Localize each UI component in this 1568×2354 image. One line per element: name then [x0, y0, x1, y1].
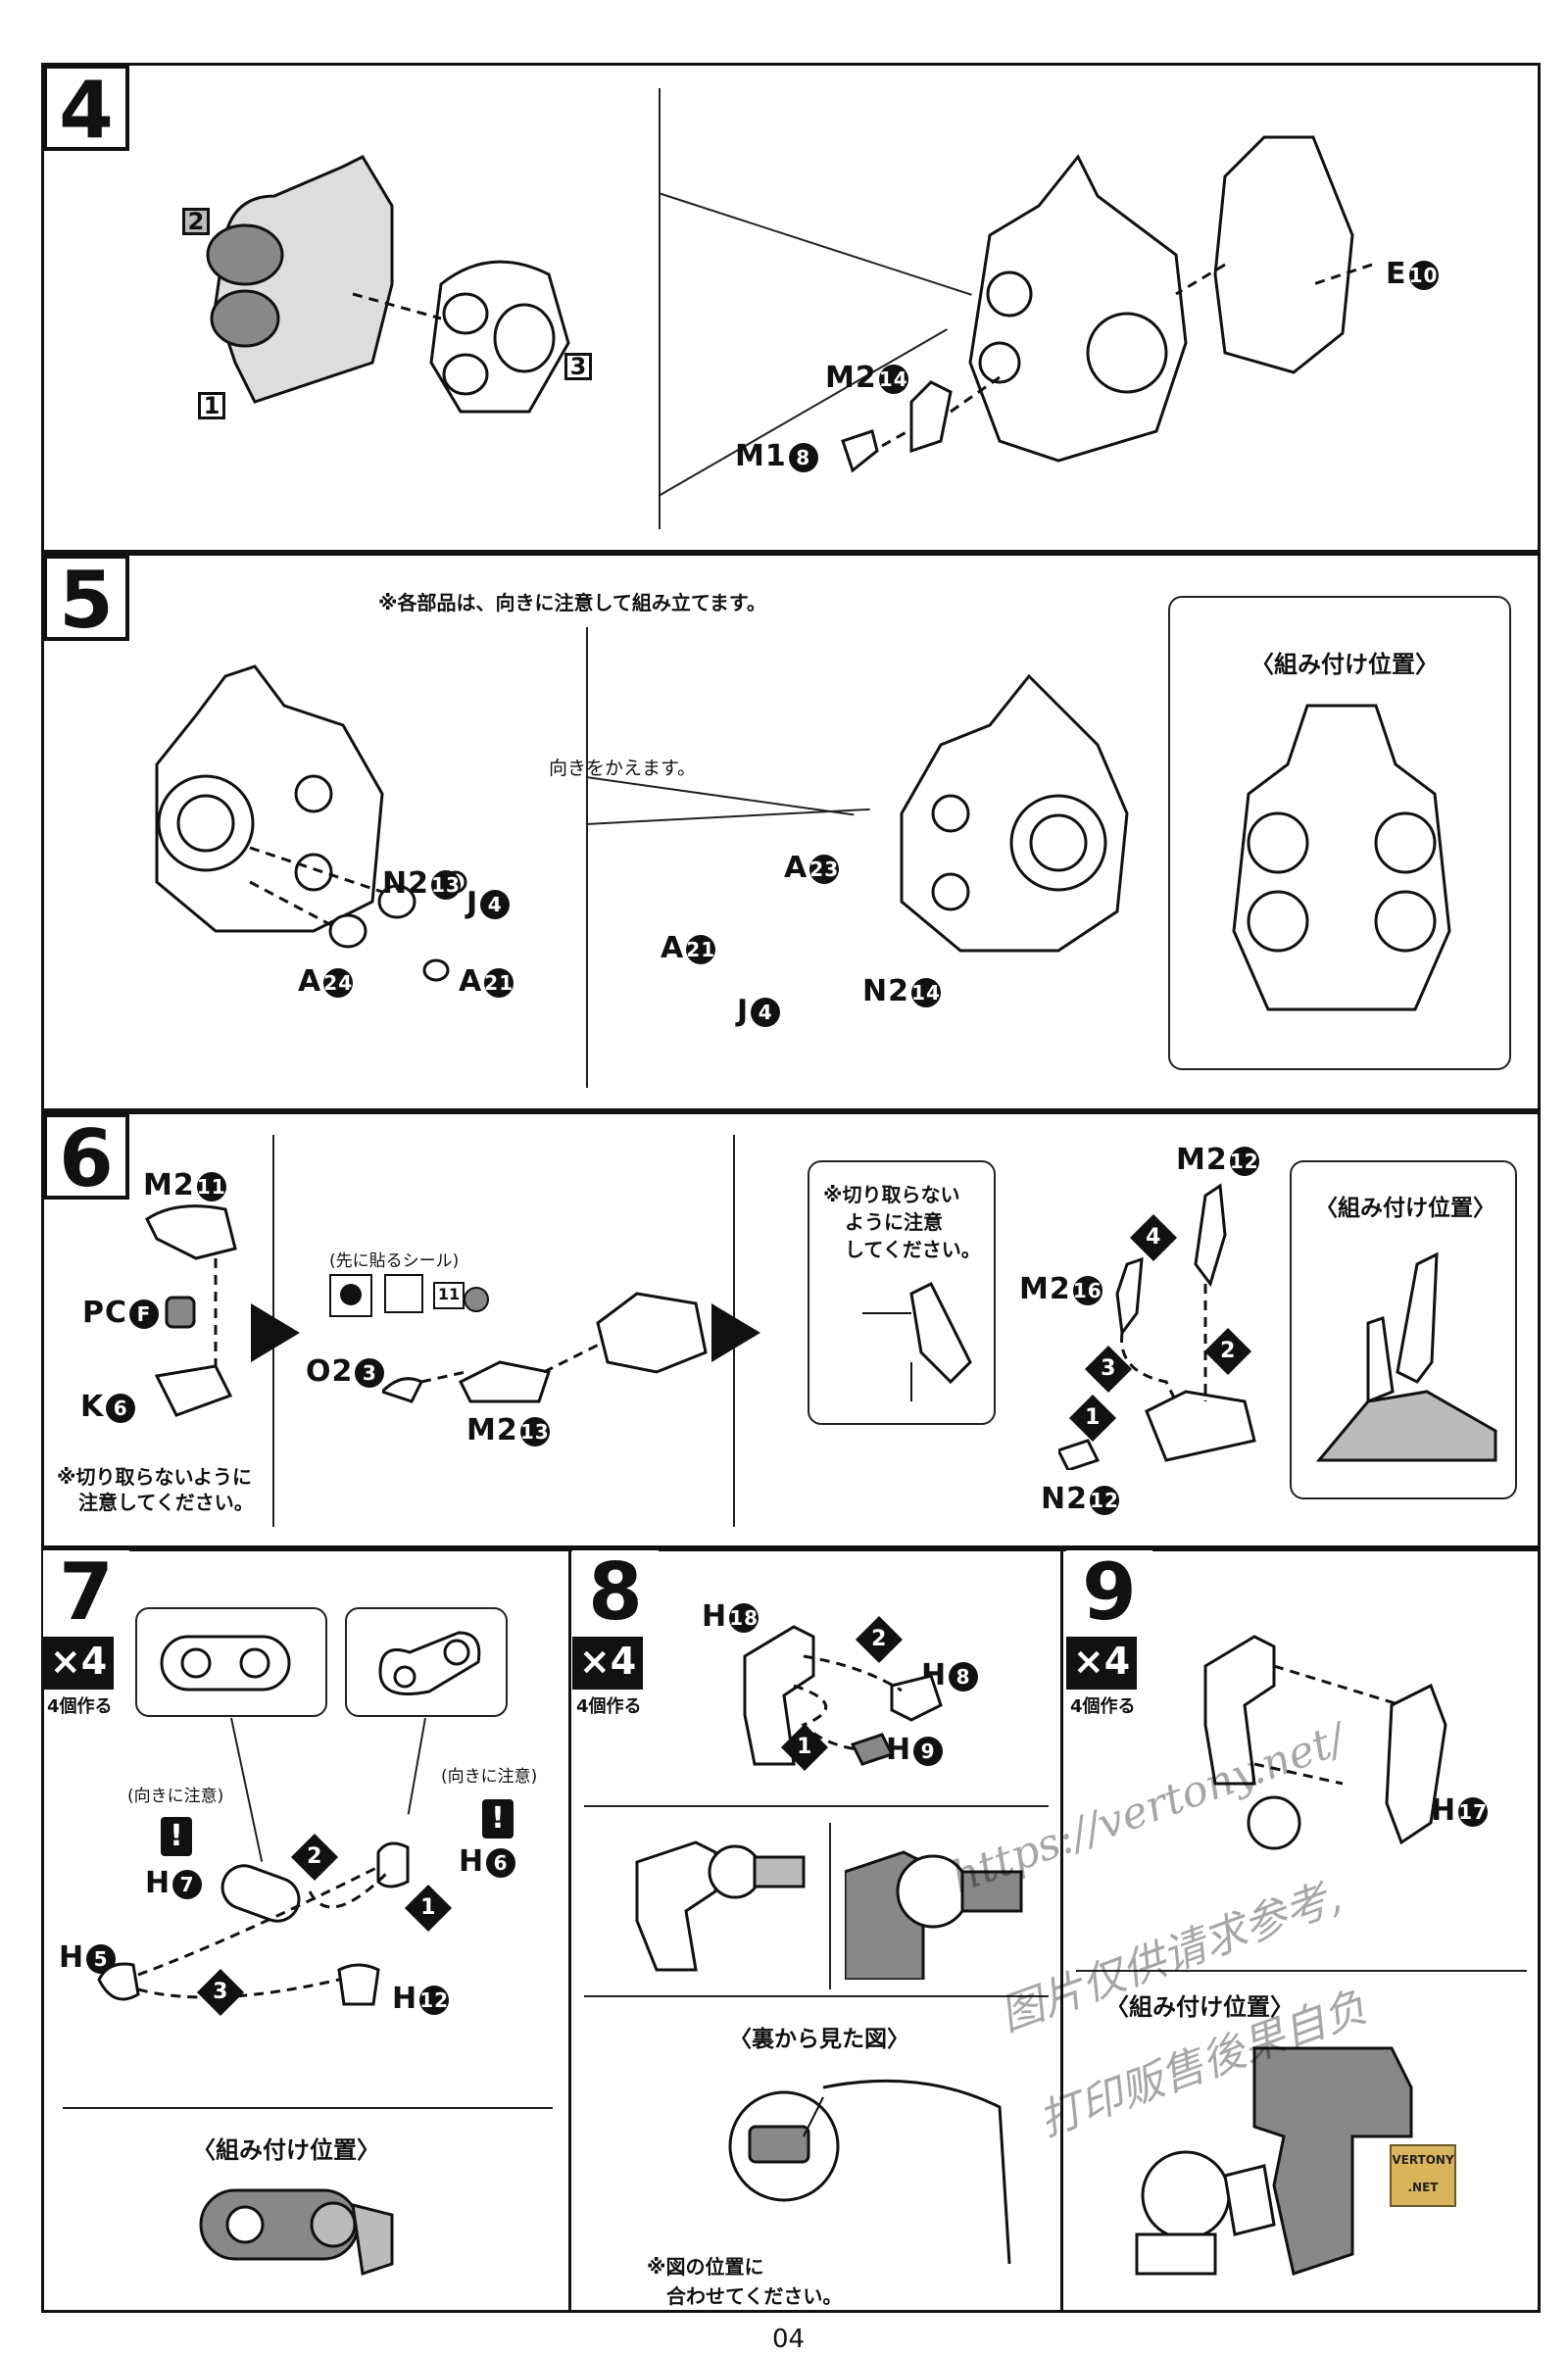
- chest-front-view: [1232, 704, 1451, 1011]
- sticker-number: 11: [433, 1282, 465, 1309]
- part-tag-2: 2: [182, 208, 210, 235]
- steps-7-9-panel: [41, 1548, 1541, 2313]
- step-4-panel: [41, 63, 1541, 553]
- step-7-number: 7: [43, 1550, 129, 1637]
- step-6a-parts: [145, 1204, 237, 1417]
- warning-icon: !: [161, 1817, 192, 1856]
- sticker-note: (先に貼るシール): [329, 1251, 460, 1271]
- step-9-quantity-badge: ×4: [1066, 1637, 1137, 1690]
- torso-assembly-illustration: [206, 155, 570, 414]
- step-7-position-title: 〈組み付け位置〉: [192, 2136, 380, 2164]
- step-5-position-title: 〈組み付け位置〉: [1250, 651, 1439, 678]
- sticker-swatch-2: [384, 1274, 423, 1313]
- step-8-quantity-badge: ×4: [572, 1637, 643, 1690]
- step-5-panel: [41, 553, 1541, 1111]
- step-6-cut-note-2: 注意してください。: [78, 1491, 254, 1514]
- step-6-cut-detail-box: [808, 1160, 996, 1425]
- step-5-turn-note: 向きをかえます。: [549, 758, 697, 779]
- step-6c-parts: [1058, 1183, 1256, 1470]
- flow-arrow-icon: [251, 1303, 300, 1362]
- step-5-orientation-note: ※各部品は、向きに注意して組み立てます。: [378, 591, 766, 614]
- orient-note-h6: (向きに注意): [441, 1767, 538, 1787]
- step-4-number: 4: [43, 65, 129, 153]
- step-8-detail-right: [845, 1850, 1023, 1980]
- part-tag-1: 1: [198, 392, 225, 419]
- cut-detail-illustration: [862, 1281, 972, 1401]
- step-8-detail-left: [635, 1840, 806, 1972]
- chest-assembly-illustration: [841, 135, 1373, 473]
- step-9-position-title: 〈組み付け位置〉: [1105, 1993, 1294, 2021]
- step-8-align-note-2: 合わせてください。: [666, 2284, 843, 2308]
- step-7-detail-part-1: [160, 1635, 291, 1692]
- step-6-panel: [41, 1111, 1541, 1548]
- step-7-position-illustration: [199, 2188, 394, 2276]
- part-tag-3: 3: [564, 353, 592, 380]
- step-6-position-illustration: [1315, 1251, 1497, 1462]
- step-8-number: 8: [572, 1550, 659, 1637]
- step-6-position-title: 〈組み付け位置〉: [1315, 1196, 1495, 1221]
- step-8-align-note-1: ※図の位置に: [647, 2255, 764, 2279]
- step-9-position-illustration: [1135, 2046, 1413, 2276]
- sticker-swatch-1: [329, 1274, 372, 1317]
- step-8-assembly: [743, 1625, 943, 1766]
- step-7-make-note: 4個作る: [47, 1696, 113, 1717]
- step-8-back-view: [728, 2079, 1011, 2264]
- flow-arrow-icon: [711, 1303, 760, 1362]
- step-8-make-note: 4個作る: [576, 1696, 642, 1717]
- step-7-detail-part-2: [378, 1631, 481, 1695]
- step-7-assembly: [97, 1841, 410, 2006]
- cut-detail-note-3: してください。: [845, 1238, 981, 1261]
- step-8-back-view-title: 〈裏から見た図〉: [729, 2027, 909, 2052]
- step-5-number: 5: [43, 555, 129, 643]
- cut-detail-note-1: ※切り取らない: [823, 1183, 960, 1206]
- step-4-divider: [659, 88, 661, 529]
- vertony-logo: VERTONY.NET: [1390, 2144, 1456, 2207]
- warning-icon: !: [482, 1799, 514, 1839]
- step-6-cut-note-1: ※切り取らないように: [57, 1465, 253, 1489]
- step-6b-parts: [382, 1287, 708, 1403]
- cut-detail-note-2: ように注意: [845, 1210, 943, 1234]
- step-7-quantity-badge: ×4: [43, 1637, 114, 1690]
- step-6-number: 6: [43, 1113, 129, 1202]
- step-9-number: 9: [1066, 1550, 1152, 1637]
- step-9-assembly: [1203, 1635, 1447, 1850]
- step-9-make-note: 4個作る: [1070, 1696, 1136, 1717]
- page-number: 04: [772, 2325, 806, 2354]
- orient-note-h7: (向きに注意): [127, 1787, 224, 1806]
- chest-right-illustration: [900, 673, 1129, 953]
- chest-left-illustration: [155, 664, 384, 933]
